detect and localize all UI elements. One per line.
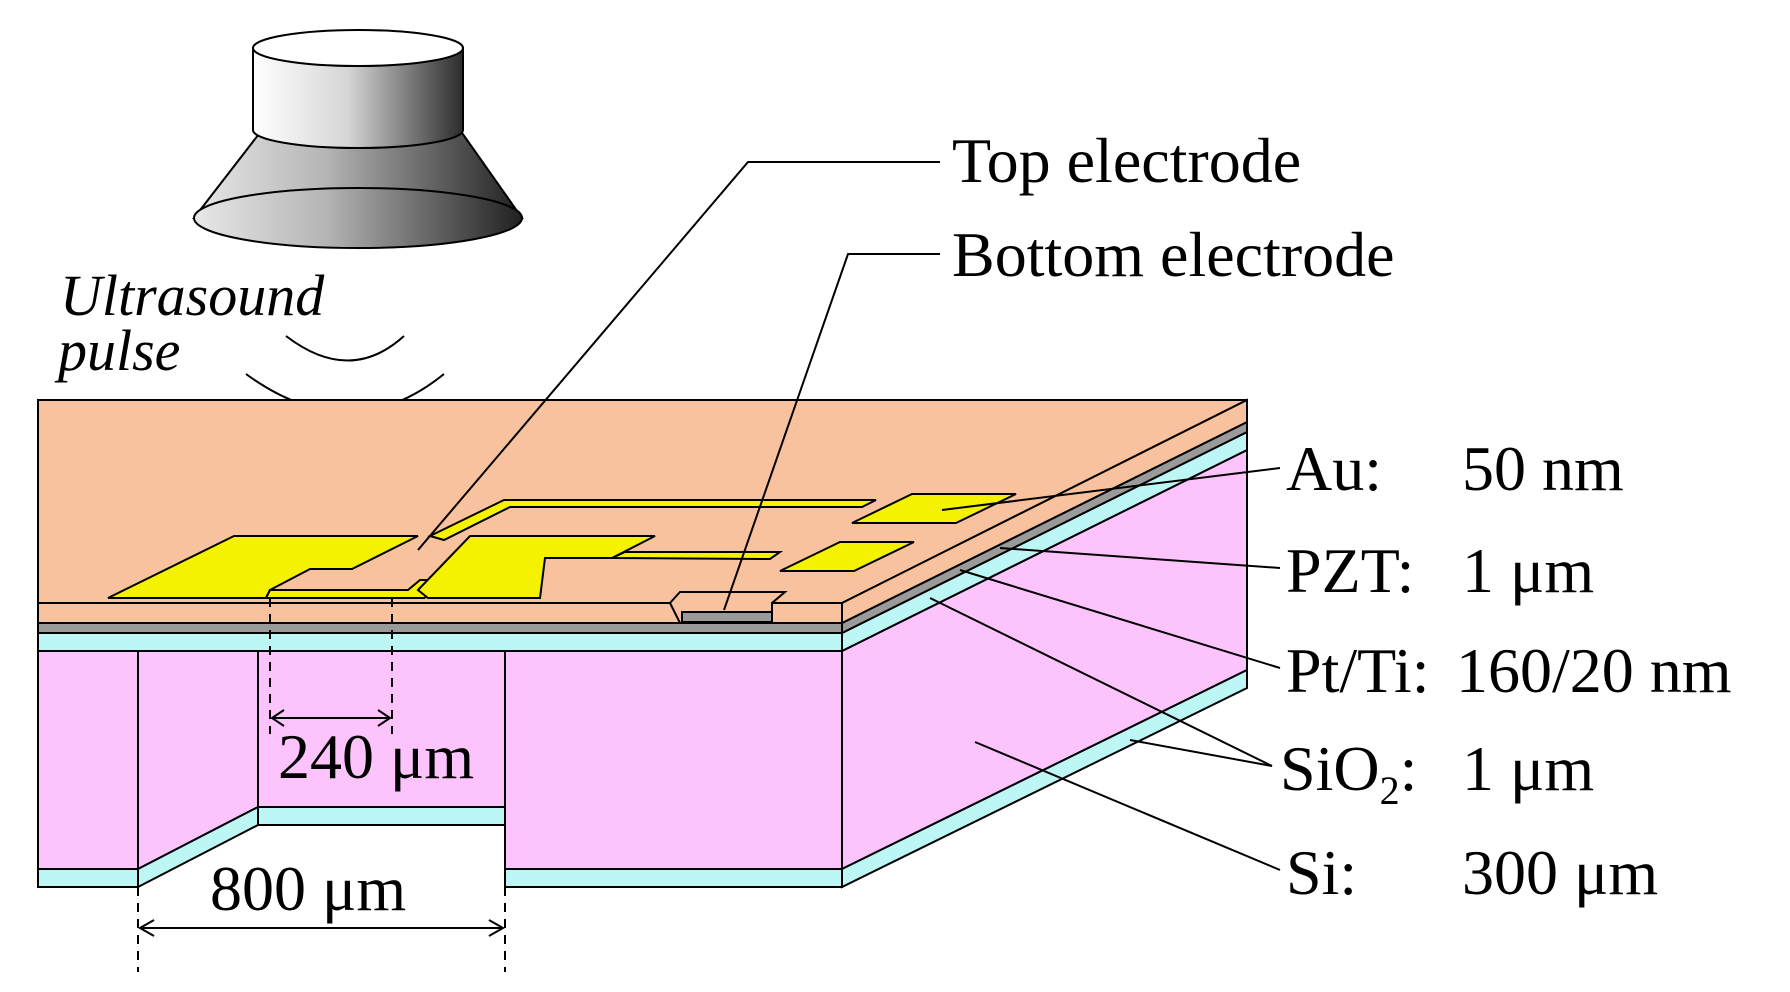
cavity-width-label: 800 μm [210,853,406,924]
top-electrode-tip [264,579,461,599]
cavity-left-wall [137,650,259,871]
sio2-bottom-side [841,668,1248,889]
center-pad [416,535,656,599]
ultrasound-label-line1: Ultrasound [60,263,325,328]
bottom-pad [779,541,915,572]
sio2-bottom-left [37,868,139,888]
lower-trace [611,551,784,561]
dimension-240 [269,598,393,734]
dimension-800 [137,887,506,972]
membrane-sio2 [257,806,506,826]
sio2-top-front [37,632,843,652]
si-right-front [504,650,843,870]
layer-sio2-thickness: 1 μm [1462,733,1594,804]
layer-au-thickness: 50 nm [1462,433,1624,504]
layer-si-name: Si: [1286,837,1357,908]
upper-trace [427,499,877,542]
ultrasound-label-line2: pulse [54,318,180,383]
layer-pzt-name: PZT: [1286,535,1414,606]
layer-sio2-name: SiO2: [1280,733,1417,813]
transducer-cone-base [193,187,523,249]
leader-lines [417,161,1281,871]
pzt-leader [999,547,1281,569]
layer-au-name: Au: [1286,433,1382,504]
layer-stack [37,398,1248,889]
bottom-electrode-leader [723,253,940,611]
top-electrode-leader [417,161,940,551]
sio2-bottom-right [504,868,843,888]
gold-electrodes [107,493,1017,599]
si-left-pillar [37,650,139,870]
layer-pzt-thickness: 1 μm [1462,535,1594,606]
sio2-leader-top [929,597,1273,767]
au-leader [941,467,1281,511]
transducer-cylinder [252,47,464,149]
layer-si-thickness: 300 μm [1462,837,1658,908]
top-electrode-label: Top electrode [952,125,1301,196]
sio2-leader-bottom [1129,739,1273,767]
pt-ti-leader [959,569,1281,669]
electrode-width-label: 240 μm [278,721,474,792]
layer-pt-ti-thickness: 160/20 nm [1456,635,1732,706]
layer-pt-ti-name: Pt/Ti: [1286,635,1430,706]
ultrasound-transducer [191,29,524,249]
si-leader [974,741,1281,871]
top-pad [851,493,1017,524]
bottom-electrode-label: Bottom electrode [952,219,1395,290]
exposed-bottom-electrode [681,611,773,623]
transducer-top [252,29,464,67]
pzt-side [841,398,1248,625]
pt-ti-front [37,622,843,634]
